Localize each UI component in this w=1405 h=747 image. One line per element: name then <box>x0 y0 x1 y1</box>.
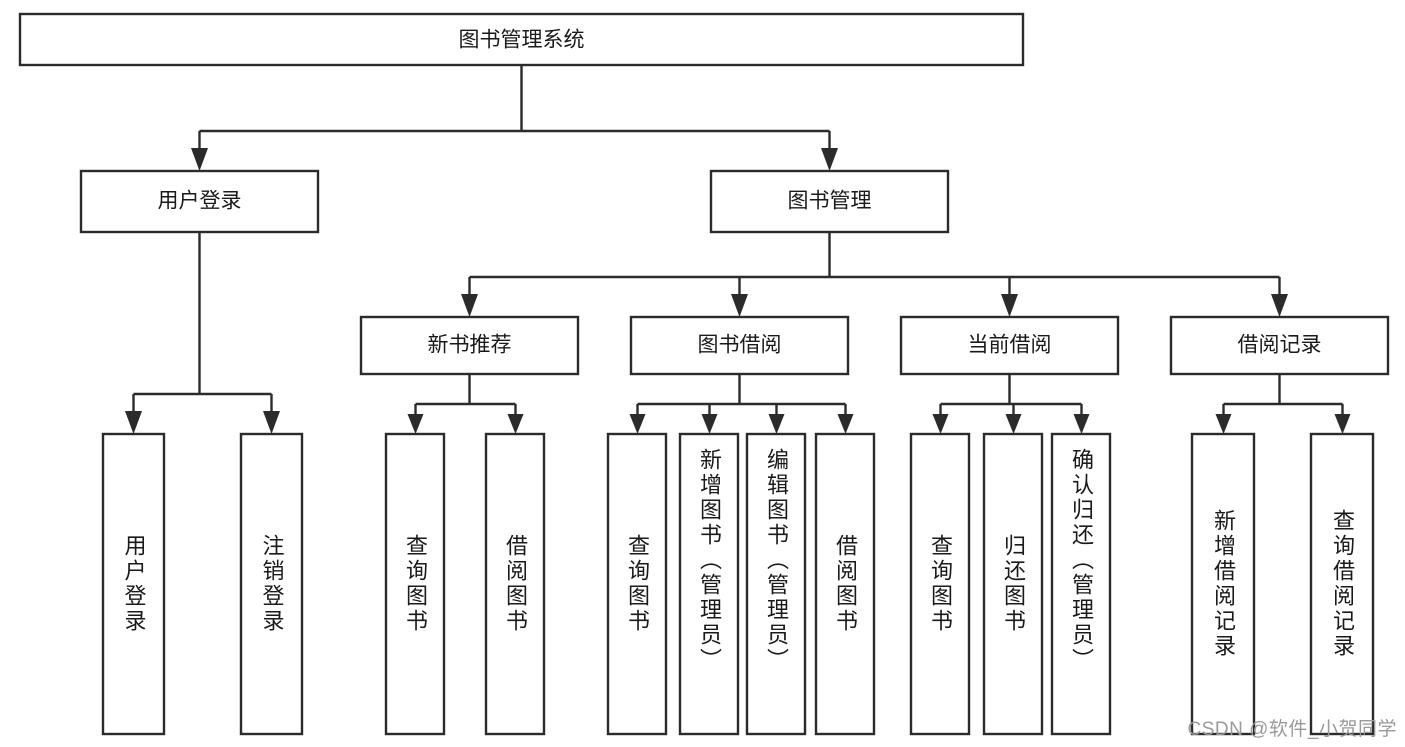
leaf-box-query-book-3[interactable] <box>909 432 971 736</box>
csdn-watermark: CSDN @软件_小贺同学 <box>1187 719 1397 740</box>
arrow-head-new-book-recommend <box>461 294 478 317</box>
node-user-login-label: 用户登录 <box>158 190 242 213</box>
connector-group-current-borrow <box>932 374 1090 434</box>
leaf-box-add-book[interactable] <box>678 432 740 736</box>
arrow-head-borrow-record <box>1271 294 1288 317</box>
arrow-head-leaf-return-book <box>1005 414 1022 434</box>
arrow-head-leaf-confirm-return <box>1073 414 1090 434</box>
arrow-head-leaf-query-book-3 <box>932 414 949 434</box>
connector-group-book-borrow <box>629 374 854 434</box>
leaf-box-query-record[interactable] <box>1309 432 1375 736</box>
node-book-borrow-label: 图书借阅 <box>698 334 782 357</box>
leaf-box-edit-book[interactable] <box>745 432 807 736</box>
node-book-borrow[interactable]: 图书借阅 <box>629 315 850 376</box>
arrow-head-leaf-borrow-book-1 <box>507 414 524 434</box>
node-borrow-record-label: 借阅记录 <box>1238 334 1322 357</box>
leaf-box-logout[interactable] <box>239 432 304 736</box>
arrow-head-current-borrow <box>1001 294 1018 317</box>
leaf-boxes <box>101 432 1375 736</box>
arrow-head-user-login <box>191 148 208 171</box>
node-user-login[interactable]: 用户登录 <box>79 169 320 234</box>
leaf-box-borrow-book-2[interactable] <box>814 432 876 736</box>
connector-group-new-book-recommend <box>407 374 524 434</box>
arrow-head-leaf-edit-book <box>768 414 785 434</box>
node-current-borrow[interactable]: 当前借阅 <box>899 315 1120 376</box>
node-new-book-recommend-box[interactable] <box>359 315 580 376</box>
arrow-head-leaf-user-login <box>125 411 142 434</box>
node-book-manage-box[interactable] <box>709 169 950 234</box>
leaf-box-user-login[interactable] <box>101 432 166 736</box>
node-new-book-recommend[interactable]: 新书推荐 <box>359 315 580 376</box>
leaf-box-query-book-1[interactable] <box>384 432 446 736</box>
arrow-head-leaf-query-book-1 <box>407 414 424 434</box>
node-root[interactable]: 图书管理系统 <box>18 12 1025 67</box>
arrow-head-book-borrow <box>731 294 748 317</box>
node-user-login-box[interactable] <box>79 169 320 234</box>
leaf-box-borrow-book-1[interactable] <box>484 432 546 736</box>
arrow-head-leaf-query-record <box>1334 414 1351 434</box>
connector-group-root <box>191 65 838 171</box>
arrow-head-leaf-add-book <box>701 414 718 434</box>
node-new-book-recommend-label: 新书推荐 <box>428 334 512 357</box>
node-book-manage-label: 图书管理 <box>788 190 872 213</box>
connector-group-book-manage <box>461 232 1288 317</box>
node-borrow-record[interactable]: 借阅记录 <box>1169 315 1390 376</box>
node-root-box[interactable] <box>18 12 1025 67</box>
arrow-head-leaf-query-book-2 <box>629 414 646 434</box>
arrow-head-book-manage <box>821 148 838 171</box>
connector-group-user-login <box>125 232 280 434</box>
node-book-manage[interactable]: 图书管理 <box>709 169 950 234</box>
arrow-head-leaf-borrow-book-2 <box>837 414 854 434</box>
node-borrow-record-box[interactable] <box>1169 315 1390 376</box>
node-current-borrow-label: 当前借阅 <box>968 334 1052 357</box>
leaf-box-confirm-return[interactable] <box>1050 432 1112 736</box>
node-book-borrow-box[interactable] <box>629 315 850 376</box>
connector-group-borrow-record <box>1215 374 1351 434</box>
node-root-label: 图书管理系统 <box>459 29 585 52</box>
leaf-box-add-record[interactable] <box>1190 432 1256 736</box>
arrow-head-leaf-logout <box>263 411 280 434</box>
node-current-borrow-box[interactable] <box>899 315 1120 376</box>
arrow-head-leaf-add-record <box>1215 414 1232 434</box>
leaf-box-return-book[interactable] <box>982 432 1044 736</box>
leaf-box-query-book-2[interactable] <box>606 432 668 736</box>
